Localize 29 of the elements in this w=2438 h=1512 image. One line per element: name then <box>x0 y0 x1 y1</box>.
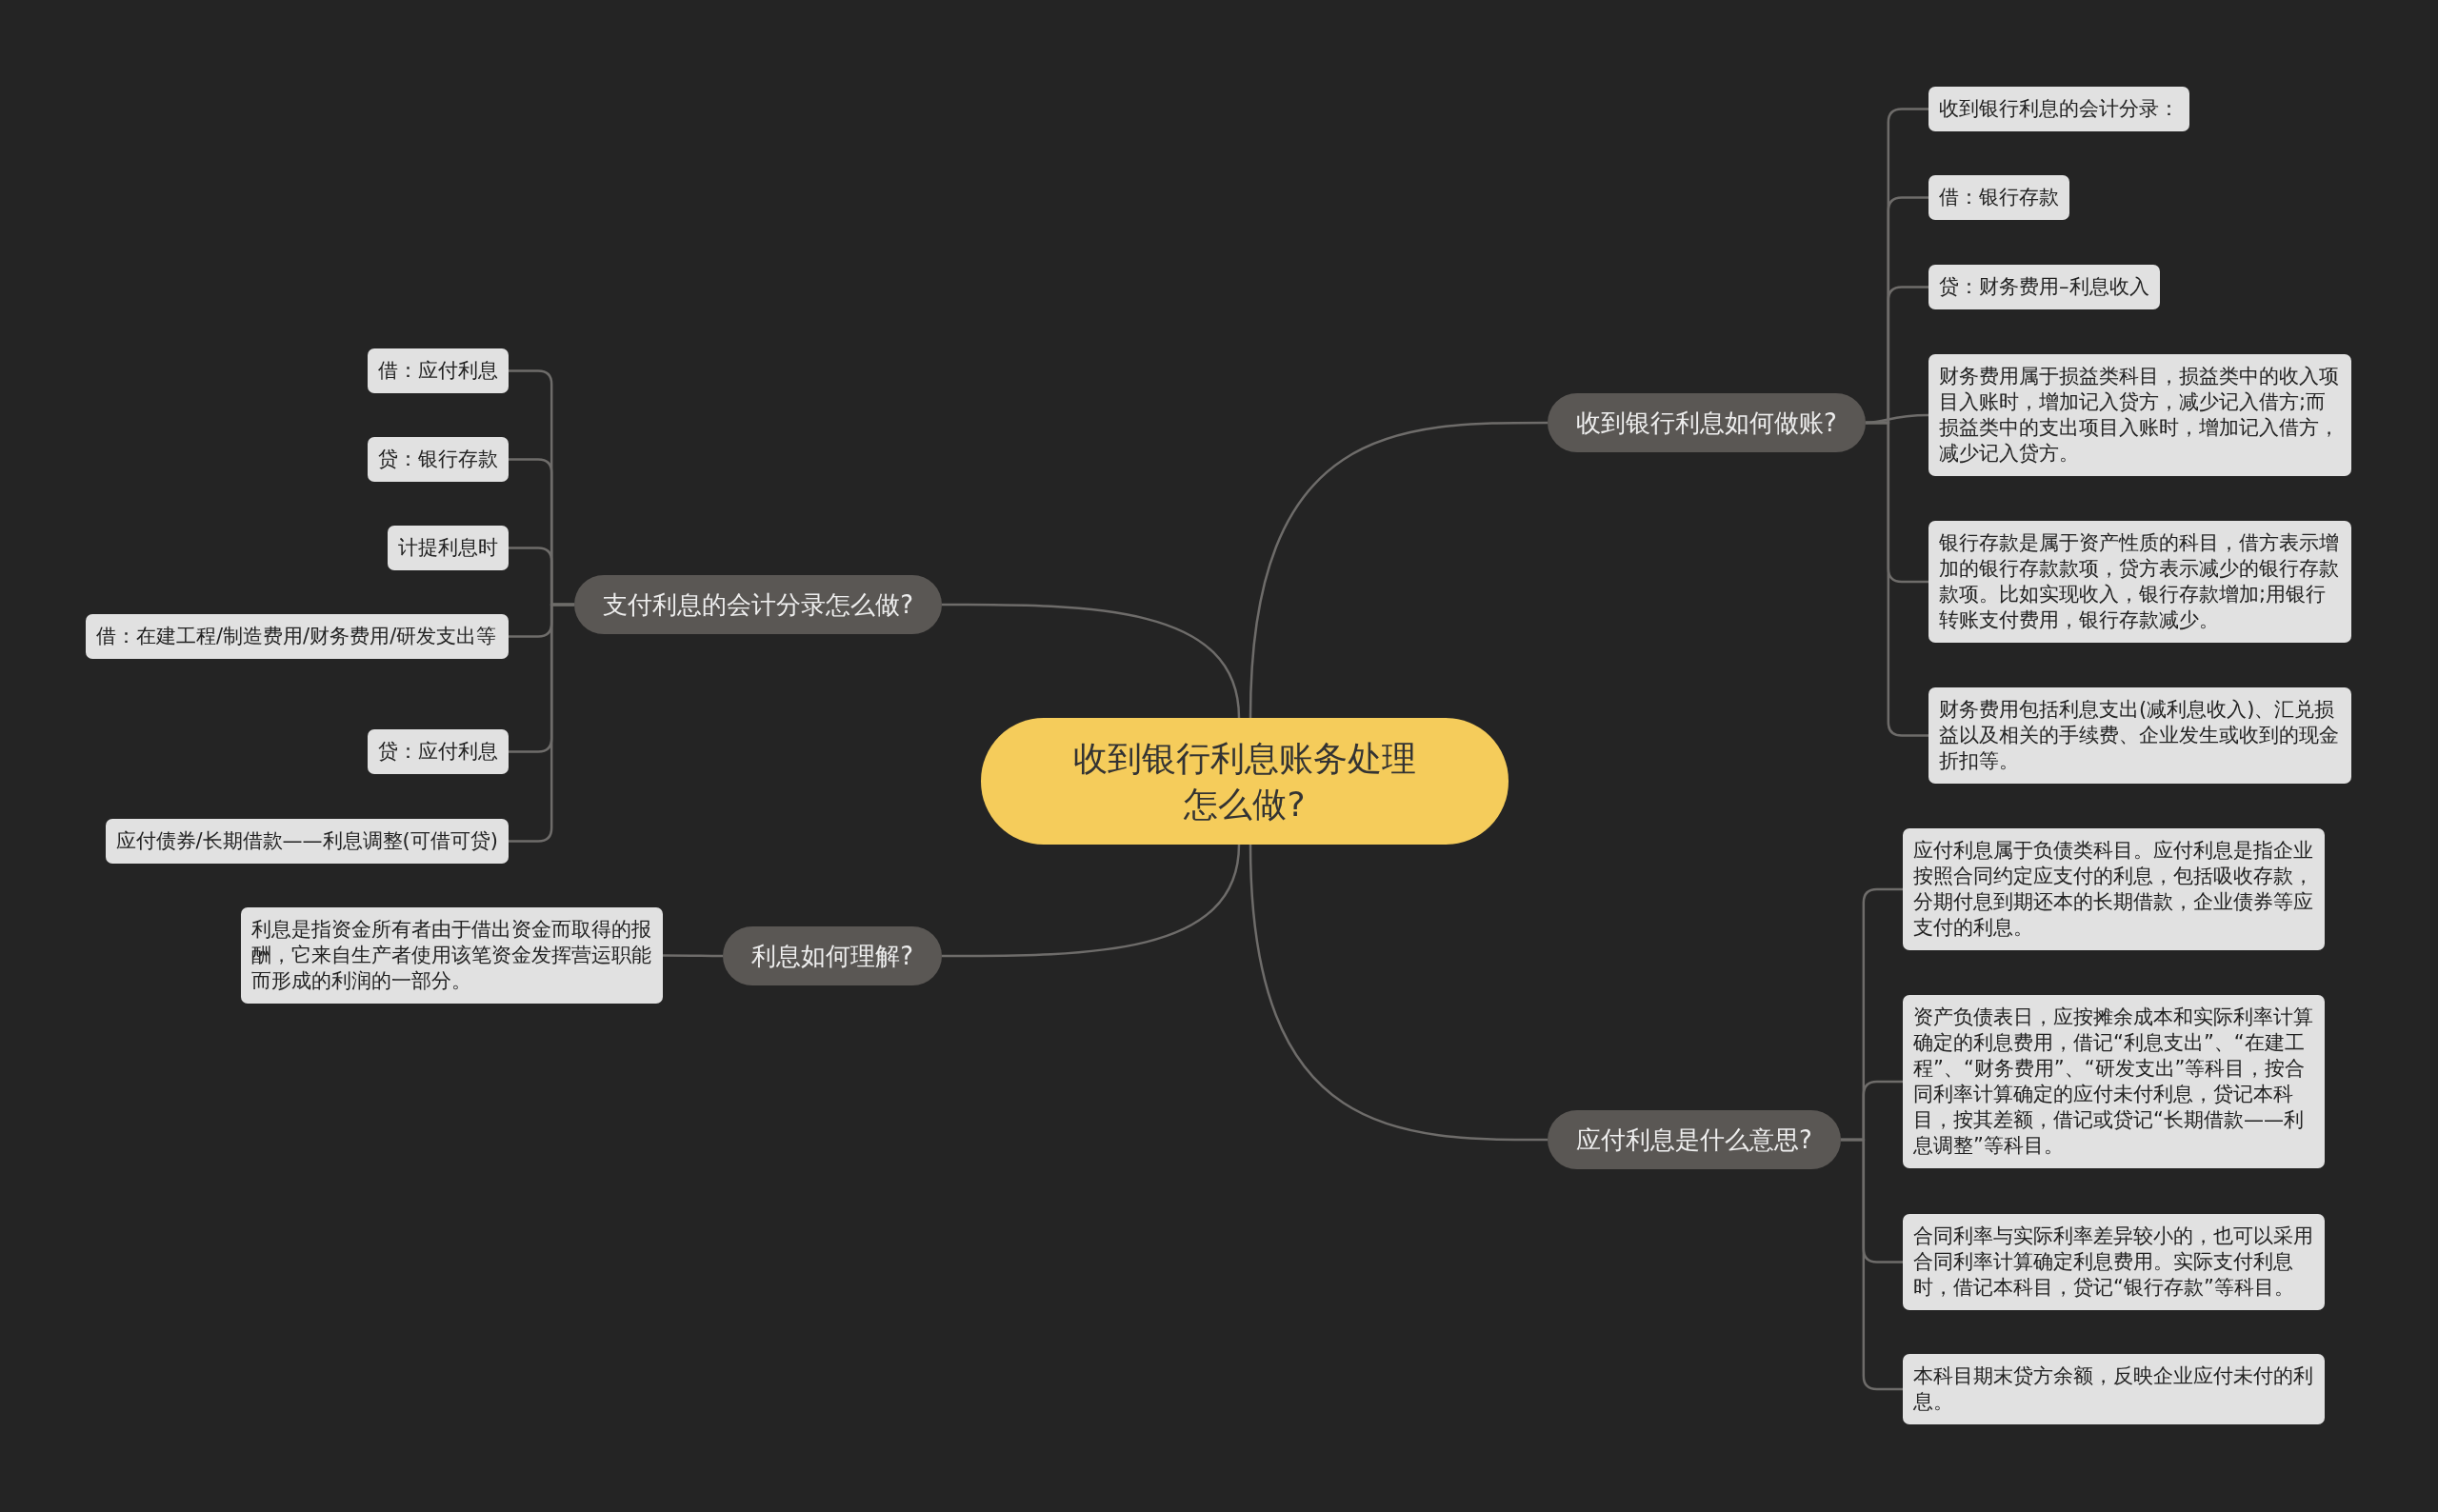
note-box: 银行存款是属于资产性质的科目，借方表示增加的银行存款款项，贷方表示减少的银行存款款项。比如实现收入，银行存款增加;用银行转账支付费用，银行存款减少。 <box>1928 521 2351 643</box>
connector-line <box>509 603 575 843</box>
connector-line <box>663 954 724 958</box>
central-topic: 收到银行利息账务处理怎么做? <box>981 718 1509 845</box>
note-box: 财务费用属于损益类科目，损益类中的收入项目入账时，增加记入贷方，减少记入借方;而损益类中的支出项目入账时，增加记入借方，减少记入贷方。 <box>1928 354 2351 476</box>
note-box: 借：应付利息 <box>368 348 509 393</box>
topic-pill: 利息如何理解? <box>723 926 942 985</box>
note-box: 计提利息时 <box>388 526 509 570</box>
connector-line <box>1249 844 1548 1142</box>
note-box: 应付利息属于负债类科目。应付利息是指企业按照合同约定应支付的利息，包括吸收存款，分期付息到期还本的长期借款，企业债券等应支付的利息。 <box>1903 828 2325 950</box>
connector-line <box>1840 1138 1903 1391</box>
note-box: 借：在建工程/制造费用/财务费用/研发支出等 <box>86 614 509 659</box>
note-box: 财务费用包括利息支出(减利息收入)、汇兑损益以及相关的手续费、企业发生或收到的现金折扣等。 <box>1928 687 2351 784</box>
note-box: 收到银行利息的会计分录： <box>1928 87 2189 131</box>
note-box: 利息是指资金所有者由于借出资金而取得的报酬，它来自生产者使用该笔资金发挥营运职能而形成的利润的一部分。 <box>241 907 663 1004</box>
topic-pill: 支付利息的会计分录怎么做? <box>574 575 942 634</box>
connector-line <box>942 603 1241 719</box>
note-box: 资产负债表日，应按摊余成本和实际利率计算确定的利息费用，借记“利息支出”、“在建工程”、“财务费用”、“研发支出”等科目，按合同利率计算确定的应付未付利息，贷记本科目，按其差额，借记或贷记“长期借款——利息调整”等科目。 <box>1903 995 2325 1168</box>
note-box: 应付债券/长期借款——利息调整(可借可贷) <box>105 819 509 864</box>
note-box: 贷：银行存款 <box>368 437 509 482</box>
note-box: 贷：应付利息 <box>368 729 509 774</box>
note-box: 合同利率与实际利率差异较小的，也可以采用合同利率计算确定利息费用。实际支付利息时，借记本科目，贷记“银行存款”等科目。 <box>1903 1214 2325 1310</box>
topic-pill: 收到银行利息如何做账? <box>1548 393 1866 452</box>
connector-line <box>1249 421 1548 719</box>
connector-line <box>942 844 1241 958</box>
note-box: 贷：财务费用–利息收入 <box>1928 265 2160 309</box>
note-box: 借：银行存款 <box>1928 175 2069 220</box>
topic-pill: 应付利息是什么意思? <box>1548 1110 1841 1169</box>
note-box: 本科目期末贷方余额，反映企业应付未付的利息。 <box>1903 1354 2325 1424</box>
